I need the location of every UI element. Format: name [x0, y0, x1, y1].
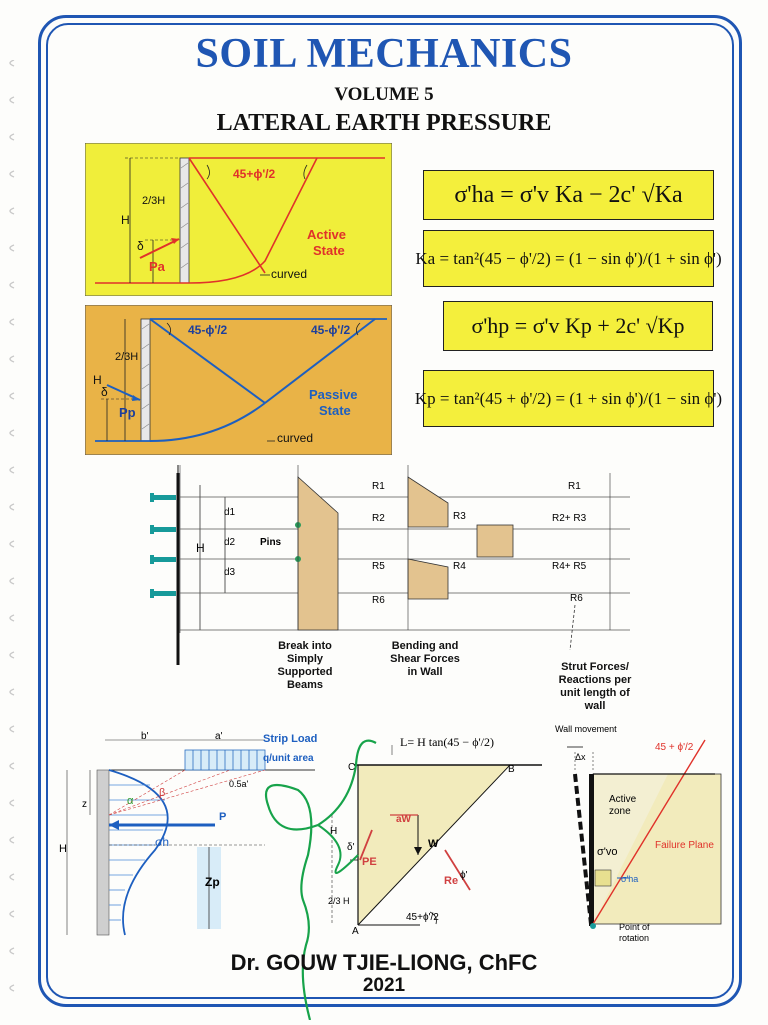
wedge-W: W [428, 838, 439, 850]
strut-diagram: H d1 d2 d3 Pins R1 R2 R3 R4 R5 R6 R1 R2+… [150, 465, 640, 715]
wedge-formula: L= H tan(45 − ϕ'/2) [400, 735, 494, 749]
strip-z-label: z [82, 799, 87, 810]
active-state-line1: Active [307, 227, 347, 242]
strip-beta-label: β [159, 787, 166, 799]
strut-R2R3-total: R2+ R3 [552, 513, 587, 524]
wedge-PE: PE [362, 856, 377, 868]
wedge-Re: Re [444, 875, 459, 887]
strut-R6: R6 [372, 595, 385, 606]
wedge-diagram: L= H tan(45 − ϕ'/2) C B A H aW W δ' PE R… [320, 730, 545, 945]
equation-ka: Ka = tan²(45 − ϕ'/2) = (1 − sin ϕ')/(1 +… [415, 230, 722, 287]
strut-d1: d1 [224, 507, 236, 518]
passive-curved-label: curved [277, 431, 314, 445]
author-name: Dr. GOUW TJIE-LIONG, ChFC [230, 950, 538, 975]
strip-sigma-label: σh [155, 835, 170, 849]
wedge-angle: 45+ϕ'/2 [406, 912, 439, 923]
active-angle-label: 45+ϕ'/2 [233, 167, 276, 181]
page-border-inner [46, 23, 734, 999]
strut-R3: R3 [453, 511, 466, 522]
strut-pins: Pins [260, 537, 282, 548]
strip-load-diagram: b' a' Strip Load q/unit area 0.5a' z α β… [55, 725, 335, 945]
strut-caption-beams: Break into Simply Supported Beams [277, 640, 333, 691]
wall-movement-diagram: Wall movement Δx 45 + ϕ'/2 Active zone σ… [545, 722, 730, 947]
strut-d3: d3 [224, 567, 236, 578]
strut-H: H [196, 541, 205, 555]
strip-a-label: a' [215, 731, 223, 742]
wedge-two-thirds: 2/3 H [328, 896, 350, 906]
active-curved-label: curved [271, 267, 308, 281]
wedge-B: B [508, 764, 515, 775]
strip-H-label: H [59, 843, 67, 855]
strip-alpha-label: α [127, 795, 134, 807]
strut-R2: R2 [372, 513, 385, 524]
active-state-line2: State [313, 243, 345, 258]
strip-q-label: q/unit area [263, 753, 314, 764]
strip-zp-label: Zp [205, 875, 220, 889]
page-subtitle: LATERAL EARTH PRESSURE [216, 110, 552, 136]
wedge-C: C [348, 762, 356, 773]
active-height-label: H [121, 213, 130, 227]
wall-sigma-ha: σ'ha [621, 874, 639, 884]
volume-label: VOLUME 5 [334, 84, 434, 105]
wedge-A: A [352, 926, 359, 937]
page-title: SOIL MECHANICS [195, 31, 573, 77]
wedge-H: H [330, 826, 338, 837]
strut-R5: R5 [372, 561, 385, 572]
passive-delta-label: δ [101, 385, 108, 399]
page-border-outer [38, 15, 742, 1007]
strip-load-label: Strip Load [263, 733, 318, 745]
passive-height-label: H [93, 373, 102, 387]
wall-movement-title: Wall movement [555, 724, 617, 734]
publication-year: 2021 [362, 975, 406, 996]
strut-d2: d2 [224, 537, 236, 548]
passive-angle-right: 45-ϕ'/2 [311, 323, 351, 337]
strut-caption-reactions: Strut Forces/ Reactions per unit length … [558, 661, 632, 712]
passive-two-thirds-label: 2/3H [115, 351, 139, 363]
passive-state-line2: State [319, 403, 351, 418]
strut-R1: R1 [372, 481, 385, 492]
equation-kp: Kp = tan²(45 + ϕ'/2) = (1 + sin ϕ')/(1 −… [415, 370, 722, 427]
equation-passive-stress: σ'hp = σ'v Kp + 2c' √Kp [443, 301, 713, 351]
passive-state-diagram: 45-ϕ'/2 45-ϕ'/2 2/3H H δ Pp Passive Stat… [85, 305, 392, 455]
wall-active-zone: Active zone [609, 794, 637, 817]
equation-active-stress: σ'ha = σ'v Ka − 2c' √Ka [423, 170, 714, 220]
passive-force-label: Pp [119, 405, 136, 420]
active-force-label: Pa [149, 259, 165, 274]
strip-half-a-label: 0.5a' [229, 779, 249, 789]
strip-P-label: P [219, 811, 227, 823]
passive-state-line1: Passive [309, 387, 358, 402]
wall-angle-label: 45 + ϕ'/2 [655, 742, 694, 753]
wall-sigma-vo: σ'vo [597, 846, 618, 858]
passive-angle-left: 45-ϕ'/2 [188, 323, 228, 337]
strut-R1-total: R1 [568, 481, 581, 492]
active-state-diagram: 45+ϕ'/2 H 2/3H δ Pa Active State curved [85, 143, 392, 296]
strut-caption-forces: Bending and Shear Forces in Wall [390, 640, 460, 678]
strip-b-label: b' [141, 731, 149, 742]
wall-failure-plane: Failure Plane [655, 840, 714, 851]
active-two-thirds-label: 2/3H [142, 195, 166, 207]
wall-point-rotation: Point of rotation [619, 922, 650, 943]
wedge-phi: ϕ' [460, 870, 468, 881]
strut-R6-total: R6 [570, 593, 583, 604]
handwritten-scribble [258, 735, 388, 1021]
strut-R4: R4 [453, 561, 466, 572]
wedge-aW: aW [396, 814, 411, 825]
wall-dx-label: Δx [575, 752, 586, 762]
binder-rings [2, 59, 16, 1000]
active-delta-label: δ [137, 239, 144, 253]
strut-R4R5-total: R4+ R5 [552, 561, 587, 572]
wedge-delta: δ' [347, 842, 355, 853]
